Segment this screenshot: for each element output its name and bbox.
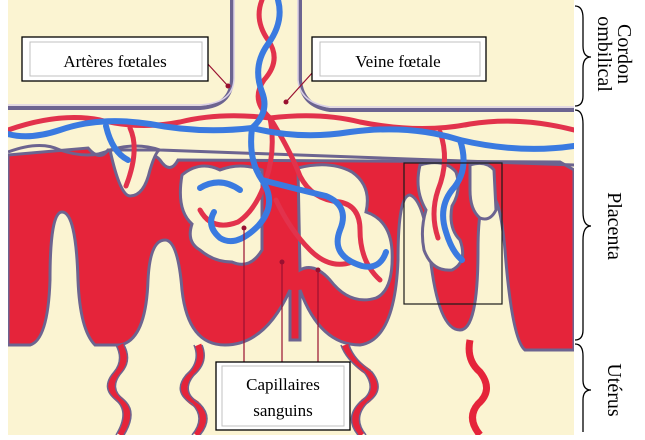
uterus-label: Utérus [603, 363, 625, 417]
placenta-label: Placenta [603, 192, 625, 260]
label-arteres: Artères fœtales [22, 37, 208, 81]
label-veine: Veine fœtale [312, 37, 486, 81]
capillaries-label-line2: sanguins [253, 401, 313, 420]
label-capillaires: Capillaires sanguins [216, 362, 350, 430]
cord-label-line2: ombilical [593, 16, 615, 92]
brace-uterus [575, 344, 591, 432]
brace-placenta [575, 110, 591, 340]
cord-label-line1: Cordon [613, 24, 635, 84]
side-braces [575, 6, 591, 432]
vein-label: Veine fœtale [355, 52, 440, 71]
cord-stalk [240, 0, 292, 110]
capillaries-label-line1: Capillaires [246, 375, 320, 394]
arteries-label: Artères fœtales [63, 52, 166, 71]
brace-cord [575, 6, 591, 106]
